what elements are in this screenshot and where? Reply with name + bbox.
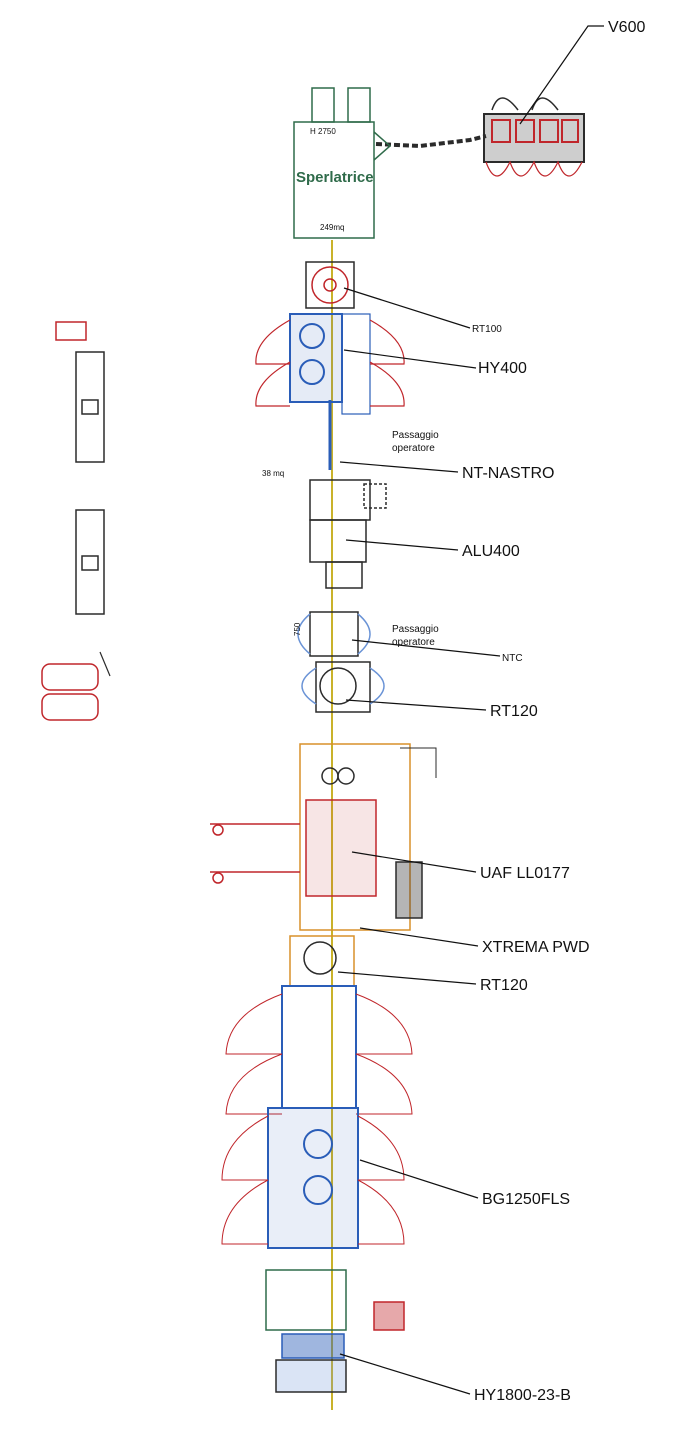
area-38mq: 38 mq	[262, 469, 284, 478]
ntc-machine	[297, 611, 371, 657]
line-spine	[328, 240, 333, 1410]
dim-750: 750	[293, 622, 302, 636]
callout-leaders	[337, 25, 604, 1395]
label-rt100: RT100	[472, 324, 502, 335]
label-passaggio-2b: operatore	[392, 637, 435, 648]
rt120-second-machine	[289, 935, 355, 987]
label-rt120-second: RT120	[480, 977, 528, 994]
label-hy1800-23-b: HY1800-23-B	[474, 1387, 571, 1404]
label-uaf-ll0177: UAF LL0177	[480, 865, 570, 882]
label-v600: V600	[608, 19, 645, 36]
aux-left-drawings	[41, 321, 111, 721]
sperlatrice-block	[293, 87, 392, 239]
sperlatrice-height: H 2750	[310, 127, 336, 136]
uaf-xtrema-zone	[210, 743, 437, 931]
label-xtrema-pwd: XTREMA PWD	[482, 939, 590, 956]
v600-machine	[483, 97, 585, 177]
label-rt120-first: RT120	[490, 703, 538, 720]
hy400-machine	[255, 313, 405, 415]
label-passaggio-1b: operatore	[392, 443, 435, 454]
label-passaggio-2a: Passaggio	[392, 624, 439, 635]
label-hy400: HY400	[478, 360, 527, 377]
hy1800-machine	[265, 1269, 405, 1393]
conveyor-link	[375, 134, 487, 149]
label-bg1250fls: BG1250FLS	[482, 1191, 570, 1208]
label-ntc: NTC	[502, 653, 523, 664]
label-nt-nastro: NT-NASTRO	[462, 465, 554, 482]
label-alu400: ALU400	[462, 543, 520, 560]
label-passaggio-1a: Passaggio	[392, 430, 439, 441]
sperlatrice-area: 249mq	[320, 223, 344, 232]
rt120-first-machine	[301, 661, 385, 713]
conveyor-long-section	[225, 985, 413, 1115]
alu400-machine	[309, 479, 387, 589]
sperlatrice-name: Sperlatrice	[296, 169, 374, 186]
bg1250fls-machine	[221, 1107, 405, 1249]
rt100-machine	[305, 261, 355, 309]
